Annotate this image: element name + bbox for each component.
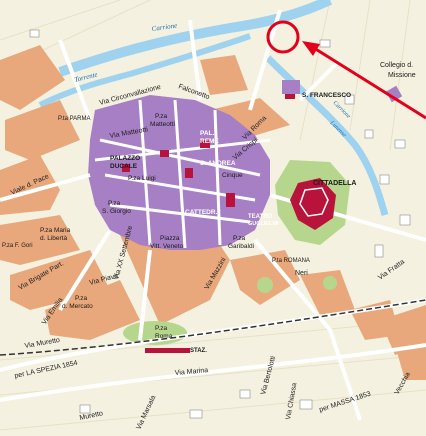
label-pza-roma-1: P.za bbox=[155, 325, 168, 332]
label-pza-marina-2: d. Libertà bbox=[40, 235, 67, 242]
river-carrione-top bbox=[58, 0, 333, 77]
label-pza-roma-2: Roma bbox=[155, 333, 173, 340]
annotation-arrow-line bbox=[313, 46, 426, 120]
label-palazzo-2: DUCALE bbox=[110, 163, 138, 170]
label-pza-matteotti-2: Matteotti bbox=[150, 121, 175, 128]
label-cattedrale: CATTEDR. bbox=[185, 209, 218, 216]
label-pza-matteotti-1: P.za bbox=[155, 113, 168, 120]
label-collegio-1: Collegio d. bbox=[380, 62, 413, 69]
label-porta-parma: P.ta PARMA bbox=[58, 116, 90, 122]
label-porta-romana: P.ta ROMANA bbox=[272, 258, 310, 264]
label-pal-reme-2: REME bbox=[200, 138, 219, 145]
cittadella-outline bbox=[299, 187, 329, 217]
label-teatro-2: GUGLIELMI bbox=[248, 221, 279, 227]
label-pza-giorgio-2: S. Giorgio bbox=[102, 208, 131, 215]
river-label-carrione: Carrione bbox=[151, 21, 178, 32]
historic-buildings bbox=[122, 93, 336, 353]
label-pza-mercato-1: P.za bbox=[75, 295, 88, 302]
label-pza-garibaldi-1: P.za bbox=[233, 235, 246, 242]
label-pal-reme-1: PAL. bbox=[200, 130, 215, 137]
label-pza-cinque: Cinque bbox=[222, 172, 243, 179]
label-cittadella: CITTADELLA bbox=[313, 180, 356, 187]
street-via-marina: Via Marina bbox=[175, 367, 209, 377]
label-pza-vitt-1: Piazza bbox=[160, 235, 180, 242]
label-teatro-1: TEATRO bbox=[248, 214, 273, 220]
label-pza-vitt-2: Vitt. Veneto bbox=[150, 243, 184, 250]
collegio-building bbox=[385, 85, 403, 103]
label-pza-luigi: P.za Luigi bbox=[128, 175, 156, 182]
s-francesco-building bbox=[282, 80, 300, 94]
label-pza-gori: P.za F. Gori bbox=[2, 243, 33, 249]
label-pza-marina-1: P.za Maria bbox=[40, 227, 71, 234]
label-s-andrea: S. ANDREA bbox=[200, 160, 236, 167]
label-pza-giorgio-1: P.za bbox=[108, 200, 121, 207]
label-pza-mercato-2: d. Mercato bbox=[62, 303, 93, 310]
annotation-arrow-head bbox=[302, 41, 320, 56]
street-muretto-2: Muretto bbox=[79, 410, 104, 422]
label-pza-garibaldi-2: Garibaldi bbox=[228, 243, 254, 250]
label-palazzo-1: PALAZZO bbox=[110, 155, 140, 162]
label-s-francesco: S. FRANCESCO bbox=[302, 92, 351, 99]
annotation-circle bbox=[266, 20, 300, 54]
label-collegio-2: Missione bbox=[388, 72, 416, 79]
street-via-neri: Neri bbox=[295, 270, 308, 277]
river-torrente bbox=[38, 33, 251, 108]
small-buildings bbox=[29, 29, 411, 419]
street-stazione: STAZ. bbox=[190, 348, 207, 354]
